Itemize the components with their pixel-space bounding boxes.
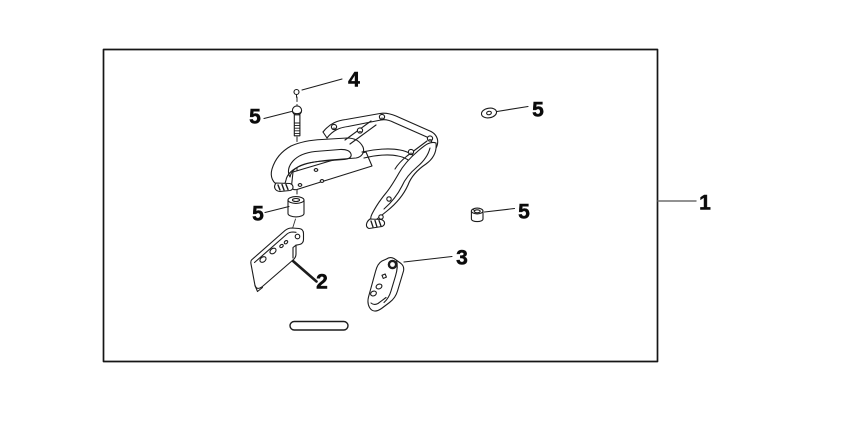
left-bracket [250,227,305,293]
diagram-frame [102,48,659,363]
right-bracket [367,257,405,312]
rack-right-leg [365,141,437,230]
callout-leader-5-collar [264,205,290,214]
callout-label-4: 4 [348,68,360,92]
collar-spacer [287,196,305,218]
pan-screw [293,88,300,98]
washer [480,107,498,119]
callout-leader-4 [301,78,343,91]
callout-label-5-bolt: 5 [249,105,261,129]
callout-leader-5-bolt [263,110,293,120]
callout-label-5-collar: 5 [252,202,264,226]
carrier-rack [270,112,439,230]
callout-leaders [263,78,697,283]
rack-base-plate [290,151,373,191]
rubber-cap [470,207,484,223]
callout-label-1: 1 [699,191,711,215]
rack-grab-rail-loop [270,137,365,193]
rack-bolt-heads [330,113,434,156]
callout-label-3: 3 [456,246,468,270]
callout-label-5-rubber: 5 [518,200,530,224]
callout-leader-5-rubber [483,207,516,213]
callout-leader-2 [291,259,318,283]
callout-leader-3 [403,255,453,263]
callout-leader-5-washer [496,105,529,113]
callout-label-2: 2 [316,270,328,294]
rubber-strip [289,320,349,331]
flange-bolt [291,105,303,137]
callout-label-5-washer: 5 [532,98,544,122]
